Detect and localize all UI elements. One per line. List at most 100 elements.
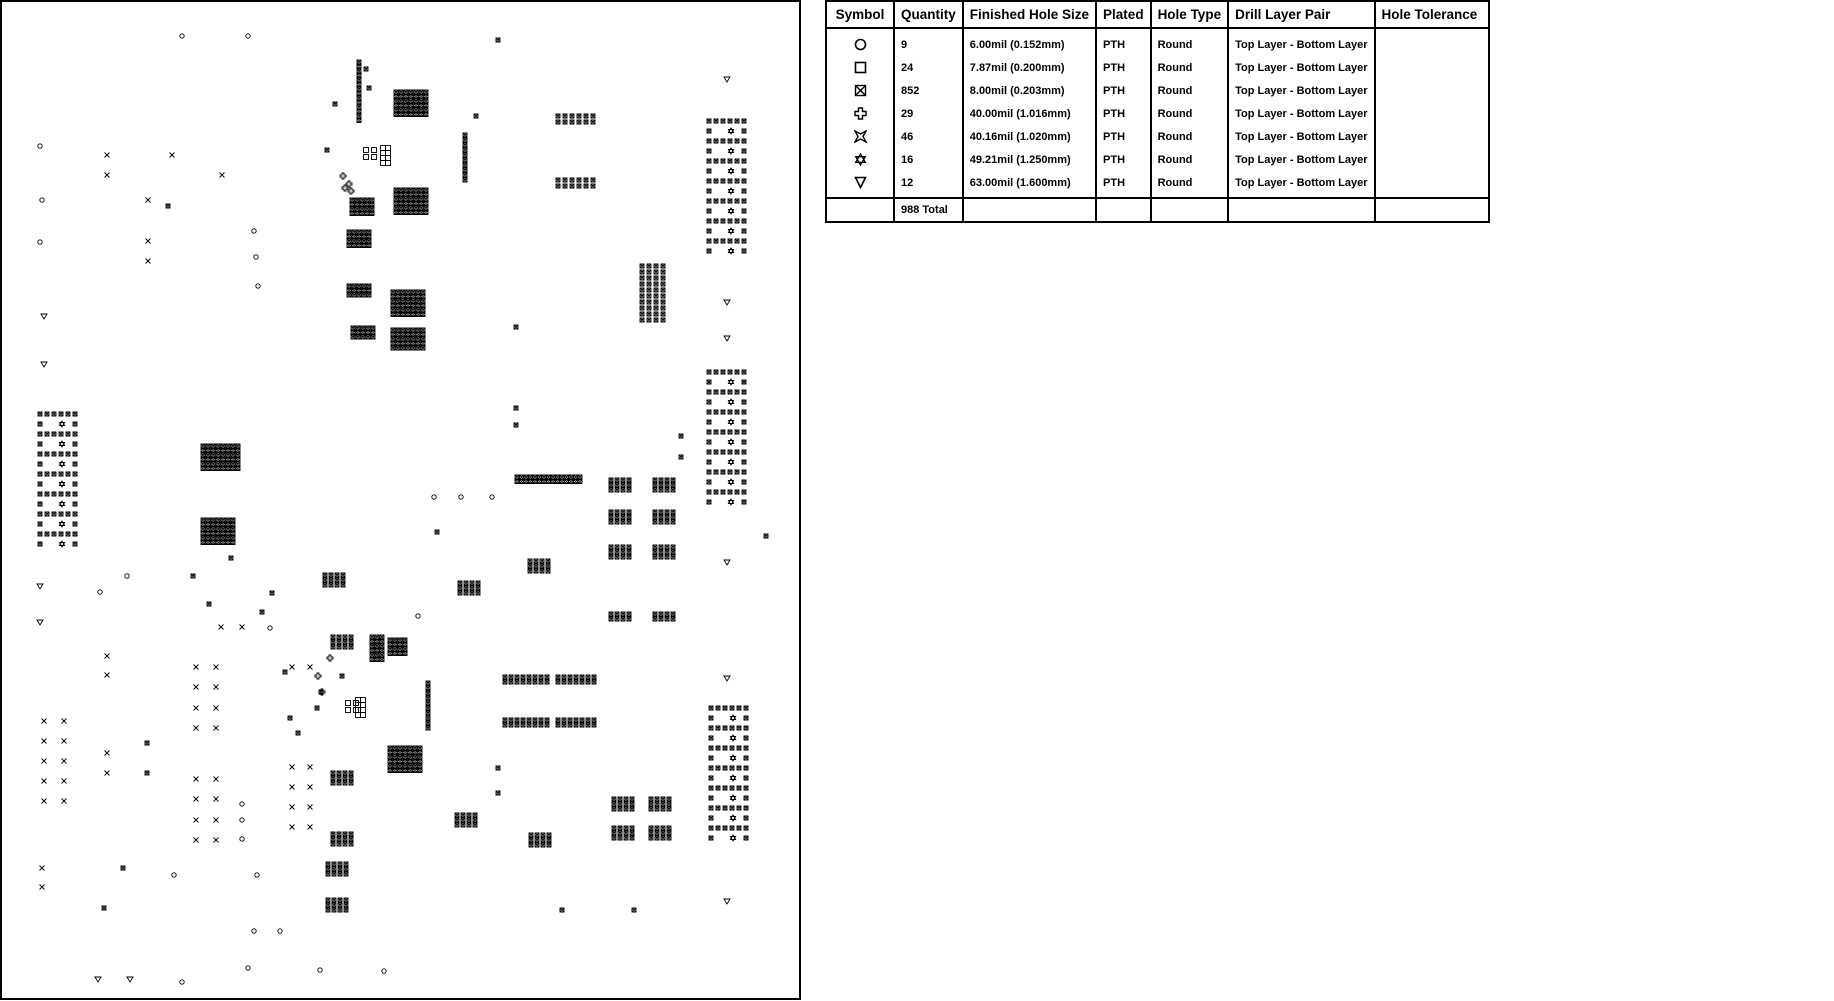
drill-mark-8mil (585, 679, 591, 685)
drill-mark-8mil (51, 431, 57, 437)
drill-mark-49mil (727, 187, 735, 195)
drill-mark-8mil (743, 815, 749, 821)
drill-mark-8mil (390, 336, 396, 342)
drill-mark-8mil (532, 679, 538, 685)
drill-mark-8mil (720, 118, 726, 124)
drill-mark-8mil (403, 107, 409, 113)
drill-mark-8mil (425, 720, 431, 726)
drill-mark-8mil (230, 531, 236, 536)
drill-mark-8mil (365, 334, 371, 340)
square-icon (854, 61, 866, 74)
drill-mark-8mil (741, 168, 747, 174)
drill-mark-8mil (545, 568, 551, 574)
drill-mark-8mil (356, 243, 362, 248)
drill-mark-8mil (741, 208, 747, 214)
quantity-cell: 29 (893, 102, 964, 125)
drill-mark-8mil (658, 519, 664, 525)
drill-mark-8mil (331, 907, 337, 913)
symbol-cell (825, 102, 895, 125)
drill-mark-8mil (614, 616, 620, 622)
drill-mark-8mil (44, 411, 50, 417)
drill-mark-8mil (539, 563, 545, 569)
drill-mark-8mil (403, 89, 409, 95)
drill-mark-8mil (215, 540, 221, 545)
drill-mark-8mil (331, 902, 337, 908)
drill-mark-8mil (670, 482, 676, 488)
drill-mark-8mil (407, 750, 413, 755)
drill-mark-8mil (720, 389, 726, 395)
drill-mark-8mil (403, 103, 409, 108)
drill-mark-8mil (395, 298, 401, 304)
drill-mark-8mil (420, 303, 426, 308)
drill-mark-8mil (403, 187, 409, 193)
drill-mark-8mil (534, 842, 540, 848)
crossed-box-icon (854, 84, 866, 97)
drill-mark-49mil (58, 540, 66, 548)
drill-mark-8mil (425, 700, 431, 706)
drill-mark-49mil (727, 418, 735, 426)
drill-mark-8mil (664, 482, 670, 488)
drill-mark-8mil (559, 474, 565, 480)
drill-mark-8mil (348, 634, 354, 640)
header-plated: Plated (1095, 0, 1152, 29)
drill-mark-8mil (336, 639, 342, 645)
drill-mark-8mil (713, 198, 719, 204)
drill-mark-8mil (652, 544, 658, 550)
drill-mark-40mil (289, 824, 295, 830)
drill-mark-8mil (457, 580, 463, 586)
drill-mark-8mil (65, 491, 71, 497)
drill-table-header-row: Symbol Quantity Finished Hole Size Plate… (825, 0, 1490, 29)
drill-mark-8mil (408, 210, 414, 215)
drill-mark-8mil (648, 806, 654, 812)
drill-mark-8mil (356, 283, 362, 289)
drill-mark-8mil (405, 327, 411, 333)
drill-mark-8mil (514, 717, 520, 723)
drill-mark-8mil (611, 825, 617, 831)
drill-mark-40mil (289, 664, 295, 670)
drill-mark-8mil (706, 439, 712, 445)
drill-mark-8mil (397, 759, 403, 764)
drill-mark-8mil (392, 745, 398, 751)
drill-mark-8mil (519, 479, 524, 484)
drill-mark-8mil (654, 835, 660, 841)
drill-mark-8mil (658, 544, 664, 550)
drill-mark-8mil (608, 616, 614, 622)
drill-mark-40mil (104, 770, 110, 776)
drill-mark-8mil (387, 745, 393, 751)
drill-mark-8mil (629, 801, 635, 807)
drill-mark-8mil (653, 287, 659, 293)
drill-mark-8mil (741, 228, 747, 234)
drill-mark-8mil (395, 307, 401, 313)
drill-mark-8mil (379, 643, 385, 649)
drill-mark-8mil (397, 750, 403, 755)
drill-mark-40mil (193, 684, 199, 690)
drill-mark-8mil (555, 113, 561, 119)
drill-mark-8mil (420, 298, 426, 304)
drill-mark-8mil (577, 474, 583, 480)
drill-mark-8mil (734, 218, 740, 224)
drill-mark-8mil (364, 206, 370, 212)
drill-mark-8mil (37, 491, 43, 497)
symbol-cell (825, 148, 895, 171)
drill-mark-8mil (410, 336, 416, 342)
drill-mark-8mil (639, 311, 645, 317)
drill-mark-8mil (282, 669, 288, 675)
drill-mark-6mil (179, 33, 185, 39)
drill-mark-8mil (210, 461, 216, 467)
drill-mark-8mil (590, 113, 596, 119)
drill-hole-marks (36, 33, 769, 985)
drill-mark-8mil (660, 806, 666, 812)
drill-mark-8mil (346, 292, 352, 298)
drill-mark-7mil (360, 712, 366, 718)
drill-mark-8mil (165, 203, 171, 209)
drill-mark-6mil (381, 968, 387, 974)
drill-mark-8mil (423, 107, 429, 113)
drill-mark-8mil (397, 646, 403, 652)
drill-mark-8mil (646, 311, 652, 317)
drill-mark-8mil (392, 637, 398, 643)
drill-mark-8mil (361, 283, 367, 289)
drill-mark-8mil (734, 469, 740, 475)
drill-mark-8mil (364, 211, 370, 216)
drill-mark-40mil (169, 152, 175, 158)
drill-mark-7mil (385, 160, 391, 166)
